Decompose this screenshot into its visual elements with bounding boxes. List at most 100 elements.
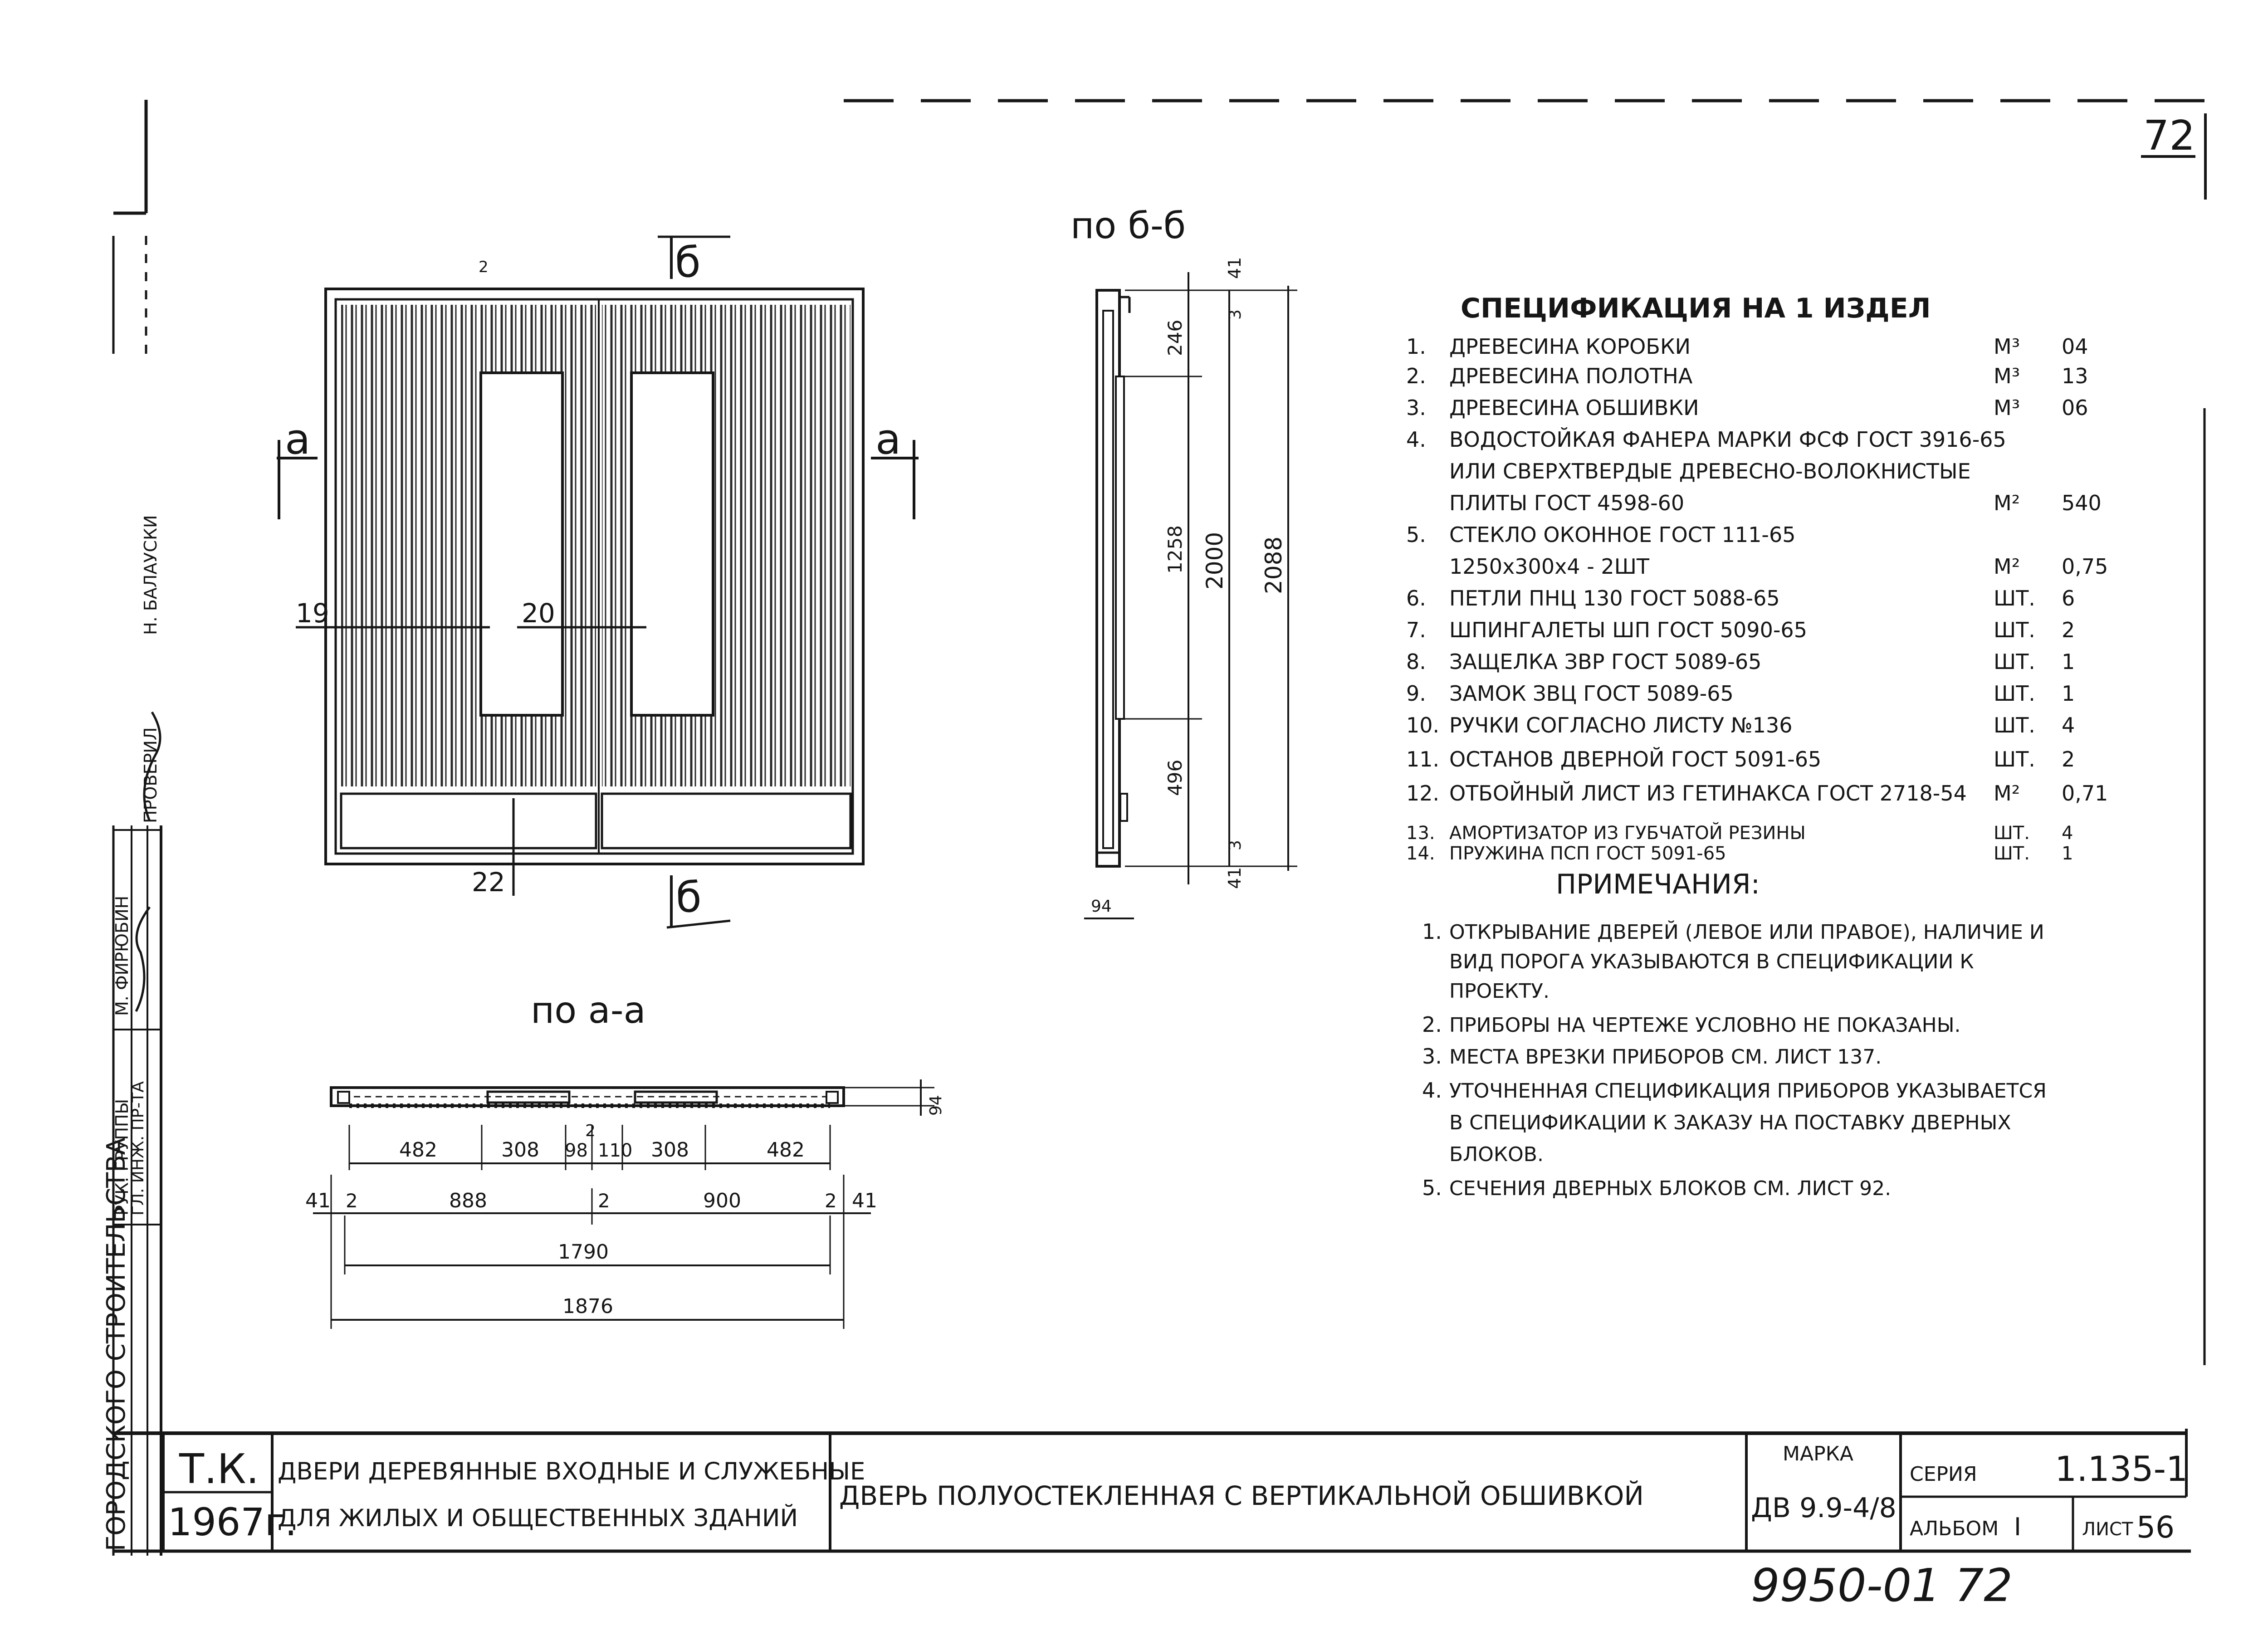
spec-item-qty: 04	[2062, 334, 2088, 359]
aa-dim-2-center: 2	[585, 1122, 596, 1140]
tb-seria: 1.135-1	[2055, 1449, 2188, 1489]
strip-role-1: РУК. ГРУППЫ	[112, 1099, 132, 1216]
bb-dim-3-bottom: 3	[1226, 840, 1245, 850]
strip-org: ГОРОДСКОГО СТРОИТЕЛЬСТВА	[102, 1137, 131, 1551]
spec-item-qty: 0,75	[2062, 554, 2108, 579]
note-number: 2.	[1422, 1012, 1442, 1037]
archive-number: 9950-01 72	[1751, 1559, 2013, 1612]
aa-dim-94: 94	[927, 1095, 945, 1116]
spec-item-number: 3.	[1406, 395, 1426, 420]
note-line: МЕСТА ВРЕЗКИ ПРИБОРОВ СМ. ЛИСТ 137.	[1449, 1045, 1882, 1069]
spec-item-number: 8.	[1406, 649, 1426, 674]
section-aa-profile	[330, 1086, 845, 1108]
section-mark-bb-bottom	[666, 919, 731, 929]
spec-item-number: 4.	[1406, 427, 1426, 452]
section-label-a-right: а	[875, 415, 901, 464]
spec-item-name: АМОРТИЗАТОР ИЗ ГУБЧАТОЙ РЕЗИНЫ	[1449, 822, 1806, 844]
spec-item-qty: 4	[2062, 823, 2073, 844]
bb-dim-41-top: 41	[1225, 257, 1245, 279]
spec-item-unit: ШТ.	[1994, 681, 2035, 706]
section-label-b-top: б	[675, 238, 701, 287]
tb-sheet-title: ДВЕРЬ ПОЛУОСТЕКЛЕННАЯ С ВЕРТИКАЛЬНОЙ ОБШ…	[839, 1480, 1644, 1511]
spec-item-number: 6.	[1406, 586, 1426, 610]
notes-title: ПРИМЕЧАНИЯ:	[1556, 869, 1760, 900]
spec-item-unit: М²	[1994, 554, 2020, 579]
aa-dim-110: 110	[598, 1140, 632, 1161]
spec-item-name: ИЛИ СВЕРХТВЕРДЫЕ ДРЕВЕСНО-ВОЛОКНИСТЫЕ	[1449, 459, 1971, 483]
aa-dim-308-left: 308	[501, 1138, 539, 1162]
aa-dim-41-right: 41	[852, 1189, 877, 1212]
spec-item-unit: ШТ.	[1994, 618, 2035, 642]
aa-dim-1790: 1790	[558, 1240, 609, 1264]
spec-item-qty: 0,71	[2062, 781, 2108, 805]
tb-marka: ДВ 9.9-4/8	[1751, 1492, 1897, 1524]
bb-dim-2000: 2000	[1202, 532, 1228, 590]
section-bb-title: по б-б	[1070, 205, 1186, 247]
spec-item-name: ЗАМОК ЗВЦ ГОСТ 5089-65	[1449, 681, 1734, 706]
note-number: 3.	[1422, 1044, 1442, 1069]
spec-title: СПЕЦИФИКАЦИЯ НА 1 ИЗДЕЛ	[1461, 293, 1931, 324]
spec-item-number: 1.	[1406, 334, 1426, 359]
aa-dim-888: 888	[449, 1189, 487, 1212]
tb-list: 56	[2136, 1510, 2175, 1545]
spec-item-qty: 540	[2062, 491, 2102, 515]
tb-seria-label: СЕРИЯ	[1910, 1463, 1977, 1486]
bb-dim-41-bottom: 41	[1225, 867, 1245, 889]
spec-item-name: ШПИНГАЛЕТЫ ШП ГОСТ 5090-65	[1449, 618, 1807, 642]
signature	[135, 711, 161, 1012]
spec-item-name: ПЕТЛИ ПНЦ 130 ГОСТ 5088-65	[1449, 586, 1780, 610]
spec-item-number: 5.	[1406, 522, 1426, 547]
spec-item-unit: ШТ.	[1994, 649, 2035, 674]
spec-item-qty: 2	[2062, 747, 2075, 771]
spec-item-name: ДРЕВЕСИНА КОРОБКИ	[1449, 334, 1691, 359]
section-aa-title: по а-а	[531, 989, 646, 1031]
spec-item-unit: ШТ.	[1994, 747, 2035, 771]
section-label-a-left: а	[285, 415, 310, 464]
spec-item-unit: ШТ.	[1994, 586, 2035, 610]
callout-20: 20	[522, 598, 555, 629]
spec-item-unit: ШТ.	[1994, 823, 2030, 844]
spec-item-qty: 2	[2062, 618, 2075, 642]
spec-item-number: 11.	[1406, 747, 1439, 771]
note-line: ВИД ПОРОГА УКАЗЫВАЮТСЯ В СПЕЦИФИКАЦИИ К	[1449, 950, 1974, 973]
bb-dim-1258: 1258	[1164, 525, 1186, 574]
bb-dim-3-top: 3	[1226, 309, 1245, 320]
section-bb-profile	[1095, 289, 1131, 868]
spec-item-name: ДРЕВЕСИНА ПОЛОТНА	[1449, 364, 1693, 388]
spec-item-name: ВОДОСТОЙКАЯ ФАНЕРА МАРКИ ФСФ ГОСТ 3916-6…	[1449, 427, 2006, 452]
strip-role-3: ПРОВЕРИЛ	[141, 727, 161, 823]
bb-dim-496: 496	[1164, 760, 1186, 796]
note-number: 4.	[1422, 1078, 1442, 1103]
spec-item-qty: 4	[2062, 713, 2075, 737]
strip-name-1: М. ФИРЮБИН	[112, 896, 132, 1016]
spec-item-unit: М³	[1994, 334, 2020, 359]
bb-dim-94: 94	[1091, 897, 1112, 916]
note-line: ОТКРЫВАНИЕ ДВЕРЕЙ (ЛЕВОЕ ИЛИ ПРАВОЕ), НА…	[1449, 920, 2044, 944]
aa-dim-900: 900	[703, 1189, 741, 1212]
tb-marka-label: МАРКА	[1783, 1442, 1853, 1465]
note-number: 1.	[1422, 919, 1442, 944]
tb-series-title-1: ДВЕРИ ДЕРЕВЯННЫЕ ВХОДНЫЕ И СЛУЖЕБНЫЕ	[278, 1458, 865, 1485]
spec-item-name: ОТБОЙНЫЙ ЛИСТ ИЗ ГЕТИНАКСА ГОСТ 2718-54	[1449, 781, 1967, 805]
aa-dim-1876: 1876	[562, 1295, 613, 1318]
aa-dim-308-right: 308	[651, 1138, 689, 1162]
tb-year: 1967г.	[168, 1500, 297, 1544]
spec-item-name: СТЕКЛО ОКОННОЕ ГОСТ 111-65	[1449, 522, 1796, 547]
tb-list-label: ЛИСТ	[2082, 1519, 2133, 1540]
aa-dim-98: 98	[565, 1140, 588, 1161]
spec-item-qty: 13	[2062, 364, 2088, 388]
notes-rows: 1. ОТКРЫВАНИЕ ДВЕРЕЙ (ЛЕВОЕ ИЛИ ПРАВОЕ), …	[1422, 919, 2047, 1200]
spec-item-number: 12.	[1406, 781, 1439, 805]
spec-item-qty: 1	[2062, 649, 2075, 674]
spec-item-name: ПРУЖИНА ПСП ГОСТ 5091-65	[1449, 843, 1726, 864]
note-line: ПРИБОРЫ НА ЧЕРТЕЖЕ УСЛОВНО НЕ ПОКАЗАНЫ.	[1449, 1014, 1961, 1037]
tb-series-title-2: ДЛЯ ЖИЛЫХ И ОБЩЕСТВЕННЫХ ЗДАНИЙ	[278, 1504, 798, 1532]
callout-22: 22	[472, 867, 505, 898]
spec-item-qty: 1	[2062, 843, 2073, 864]
note-number: 5.	[1422, 1176, 1442, 1200]
note-line: ПРОЕКТУ.	[1449, 980, 1549, 1003]
spec-item-name: ДРЕВЕСИНА ОБШИВКИ	[1449, 395, 1699, 420]
bb-dim-2088: 2088	[1261, 537, 1287, 594]
